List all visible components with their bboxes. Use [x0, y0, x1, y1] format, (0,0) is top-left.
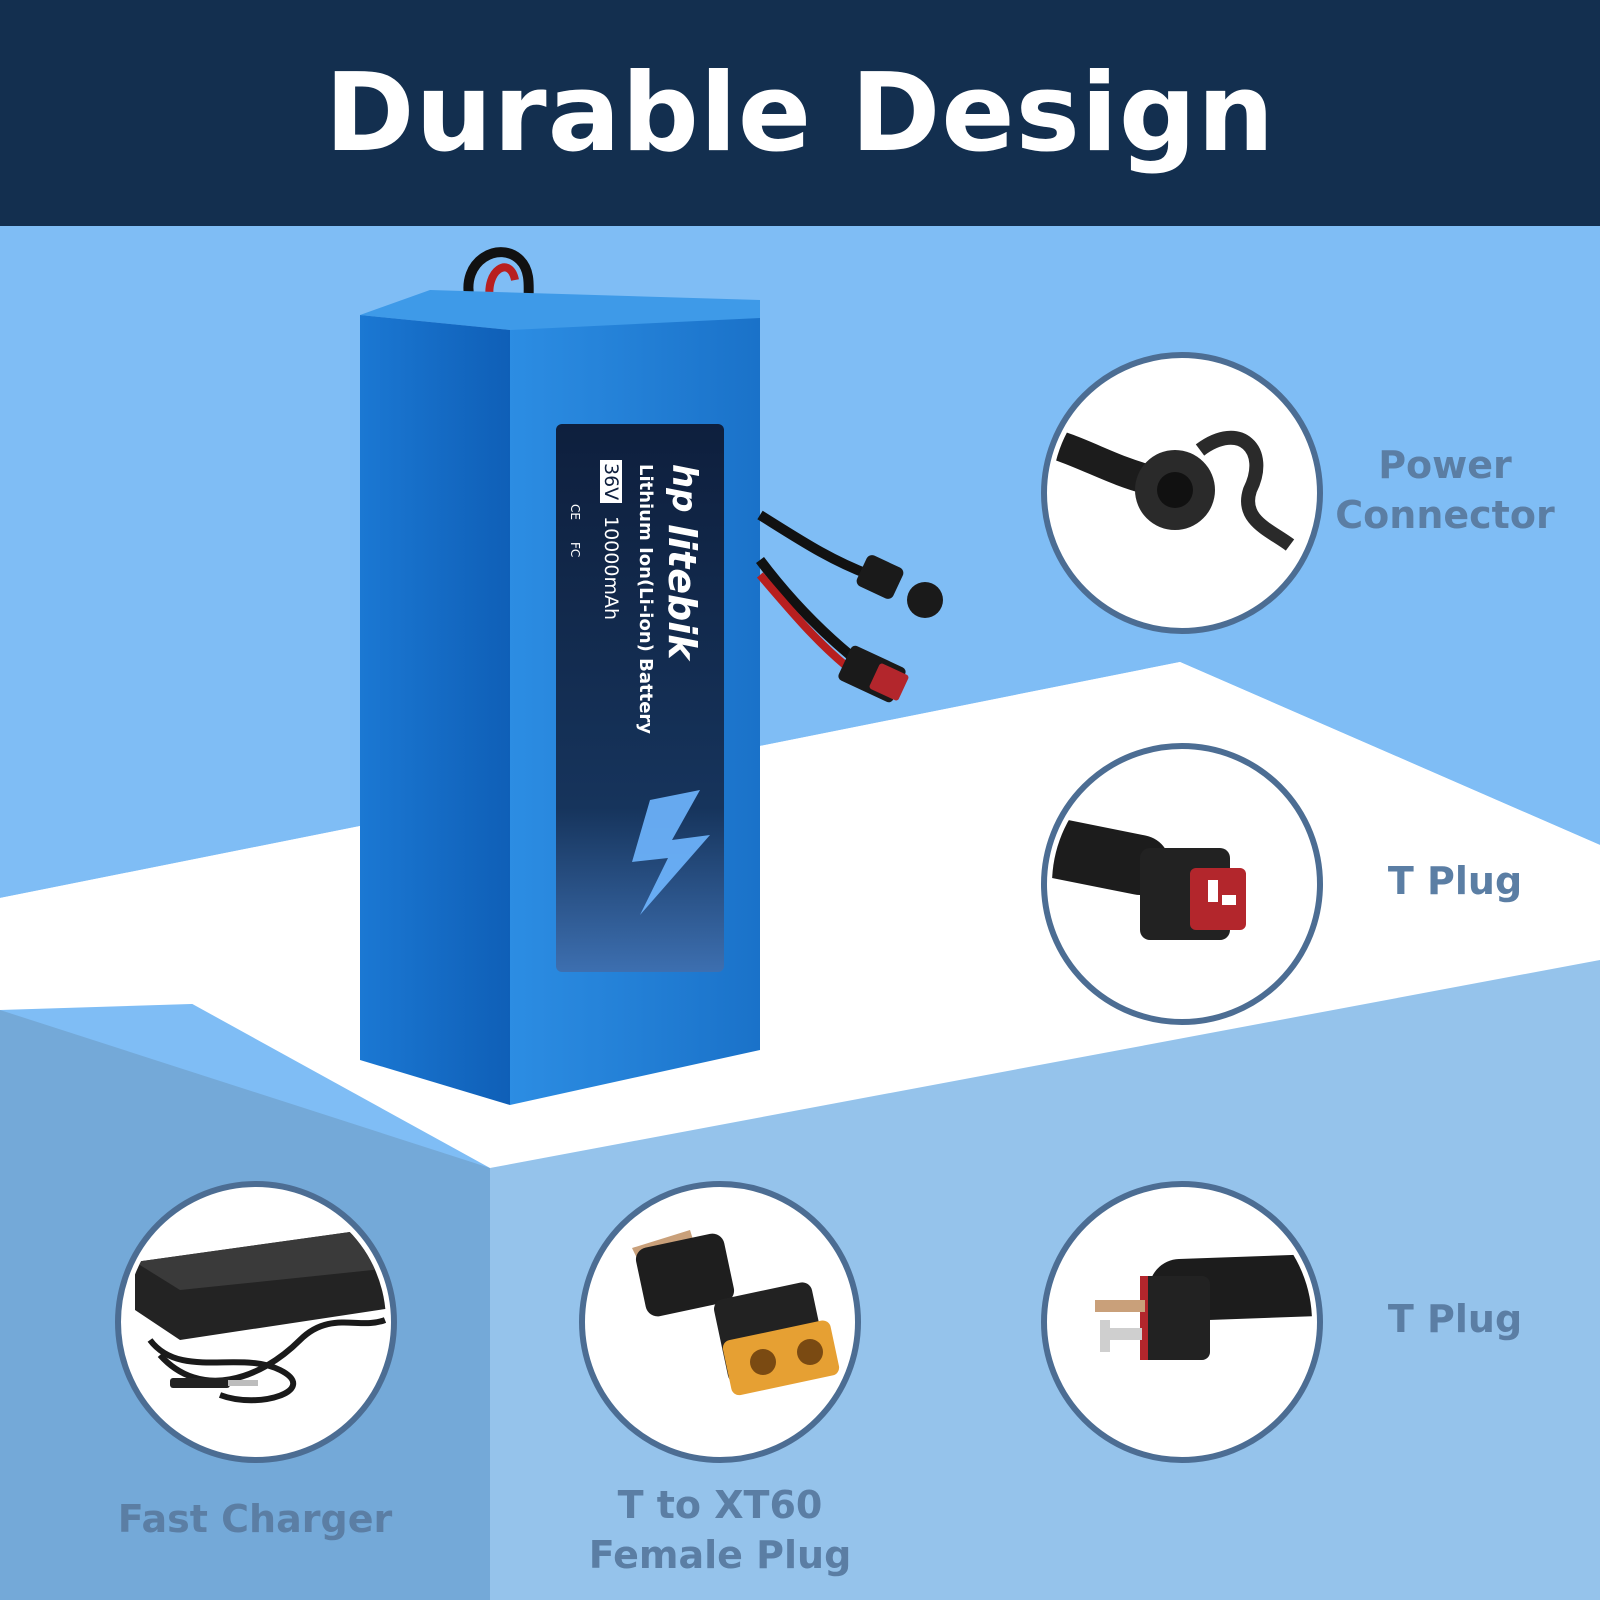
charger-icon — [115, 1181, 397, 1463]
feature-label-t-plug-1: T Plug — [1387, 859, 1523, 903]
battery-voltage: 36V — [600, 460, 622, 504]
xt60-adapter-icon — [579, 1181, 861, 1463]
battery-pack — [360, 247, 943, 1105]
power-connector-icon — [1041, 352, 1323, 634]
battery-logo-mark: hp — [664, 464, 704, 513]
t-plug-female-icon — [1041, 743, 1323, 1025]
battery-brand: litebik — [660, 524, 704, 660]
battery-type: Lithium Ion(Li-ion) Battery — [635, 464, 656, 735]
battery-label: hp litebik Lithium Ion(Li-ion) Battery 3… — [556, 424, 724, 972]
feature-label-fast-charger: Fast Charger — [117, 1497, 393, 1541]
feature-label-xt60: T to XT60 Female Plug — [588, 1483, 852, 1577]
header-banner: Durable Design — [0, 0, 1600, 226]
feature-label-power-connector: Power Connector — [1335, 443, 1555, 537]
battery-capacity: 10000mAh — [600, 516, 622, 620]
t-plug-male-icon — [1041, 1181, 1323, 1463]
cert-mark-fc: FC — [568, 542, 582, 558]
page-title: Durable Design — [324, 50, 1276, 176]
cert-mark-ce: CE — [568, 504, 582, 520]
feature-label-t-plug-2: T Plug — [1387, 1297, 1523, 1341]
